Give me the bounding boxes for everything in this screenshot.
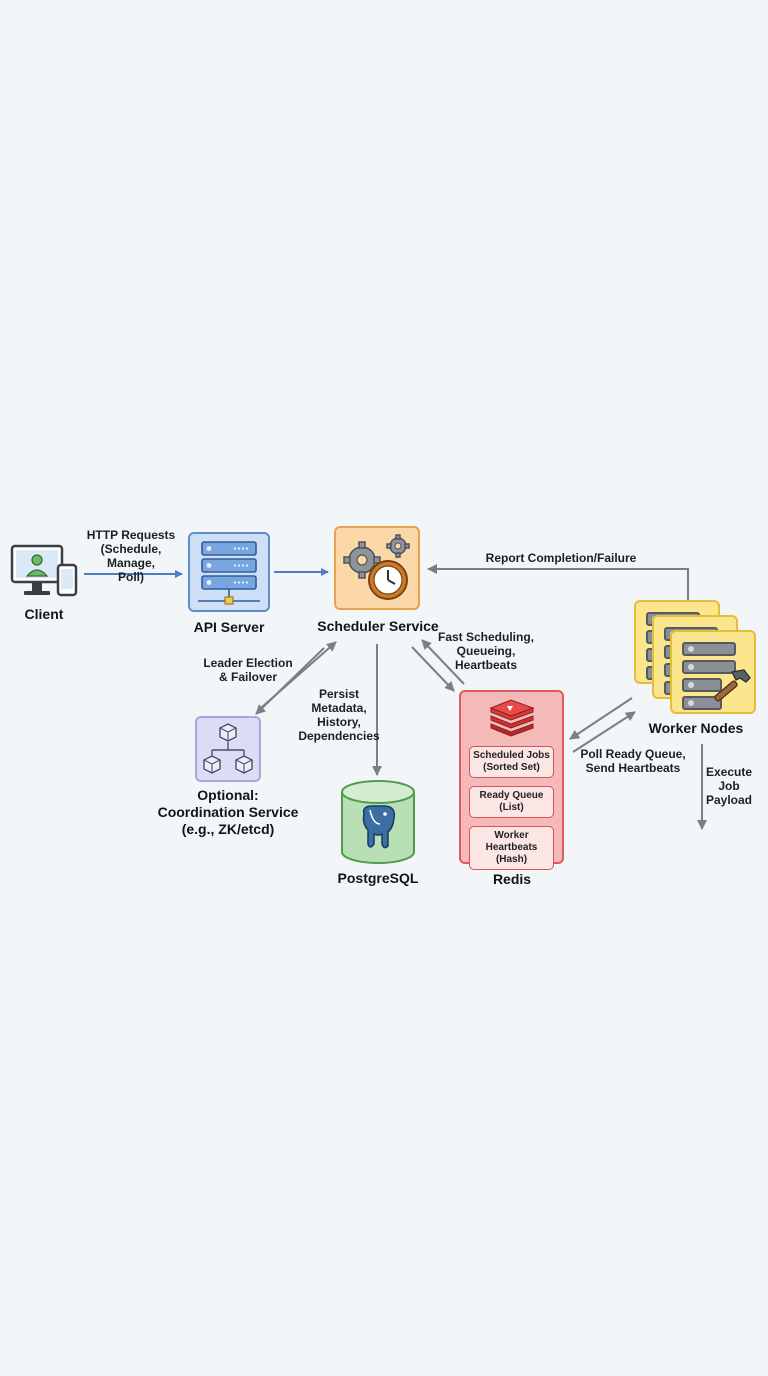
arrow-scheduler-to-redis	[411, 646, 455, 692]
postgresql-node	[340, 780, 416, 866]
hammer-icon	[714, 669, 751, 702]
redis-logo-icon	[489, 699, 535, 737]
api-server-label: API Server	[193, 619, 265, 635]
gears-clock-icon	[343, 534, 410, 600]
redis-worker-heartbeats: Worker Heartbeats (Hash)	[469, 826, 554, 870]
coordination-service-node	[195, 716, 261, 782]
arrow-redis-to-workers	[572, 711, 636, 753]
label-poll-ready-queue: Poll Ready Queue, Send Heartbeats	[580, 747, 686, 775]
label-persist-metadata: Persist Metadata, History, Dependencies	[298, 687, 380, 743]
label-execute-job-payload: Execute Job Payload	[705, 765, 753, 807]
arrow-worker-report	[427, 564, 689, 600]
worker-nodes-label: Worker Nodes	[648, 720, 744, 736]
redis-ready-queue: Ready Queue (List)	[469, 786, 554, 818]
label-fast-scheduling: Fast Scheduling, Queueing, Heartbeats	[437, 630, 534, 672]
postgresql-label: PostgreSQL	[337, 870, 419, 886]
label-leader-election: Leader Election & Failover	[203, 656, 293, 684]
scheduler-service-node	[334, 526, 420, 610]
label-report-completion: Report Completion/Failure	[485, 551, 637, 565]
arrow-scheduler-to-coord	[255, 647, 325, 715]
arrow-workers-to-redis	[569, 697, 633, 740]
api-server-node	[188, 532, 270, 612]
redis-label: Redis	[492, 871, 532, 887]
worker-card-front	[670, 630, 756, 714]
cube-cluster-icon	[203, 723, 253, 774]
redis-node: Scheduled Jobs (Sorted Set) Ready Queue …	[459, 690, 564, 870]
arrow-redis-to-scheduler	[421, 639, 465, 685]
server-rack-icon	[198, 541, 260, 605]
redis-scheduled-jobs: Scheduled Jobs (Sorted Set)	[469, 746, 554, 778]
label-http-requests: HTTP Requests (Schedule, Manage, Poll)	[86, 528, 176, 584]
client-node	[8, 543, 80, 603]
client-label: Client	[24, 606, 64, 622]
database-elephant-icon	[341, 780, 415, 864]
scheduler-service-label: Scheduler Service	[317, 618, 439, 634]
coordination-service-label: Optional: Coordination Service (e.g., ZK…	[157, 787, 299, 837]
worker-nodes-node	[634, 600, 758, 716]
client-device-icon	[10, 544, 78, 597]
